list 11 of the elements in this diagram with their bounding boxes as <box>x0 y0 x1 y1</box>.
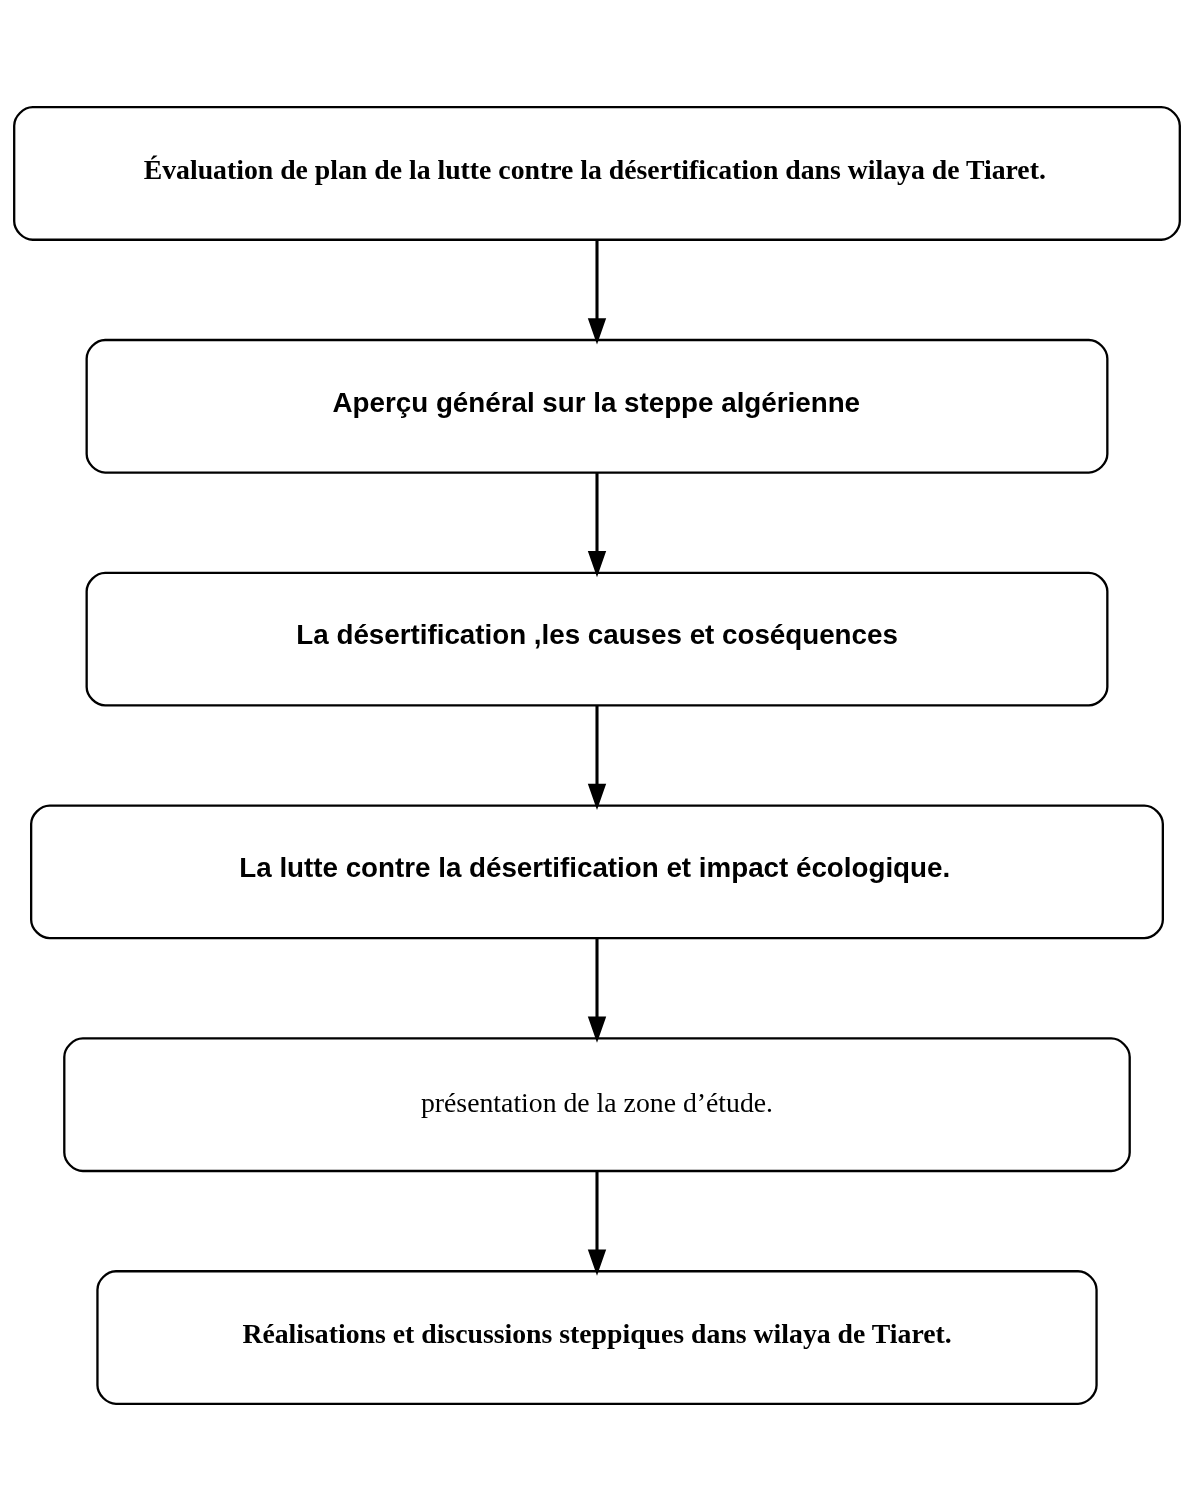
arrow <box>587 1171 607 1276</box>
arrow <box>587 239 607 344</box>
node-box: présentation de la zone d’étude. <box>63 1036 1131 1172</box>
node-box: Évaluation de plan de la lutte contre la désertification dans wilaya de Tiaret. <box>13 105 1181 241</box>
node-box: Aperçu général sur la steppe algérienne <box>85 338 1109 474</box>
arrow <box>587 938 607 1043</box>
node-box: La lutte contre la désertification et impact écologique. <box>30 803 1164 939</box>
arrow <box>587 472 607 577</box>
node-box: Réalisations et discussions steppiques dans wilaya de Tiaret. <box>96 1269 1098 1405</box>
arrow <box>587 705 607 810</box>
node-box: La désertification ,les causes et coséquences <box>85 571 1109 707</box>
